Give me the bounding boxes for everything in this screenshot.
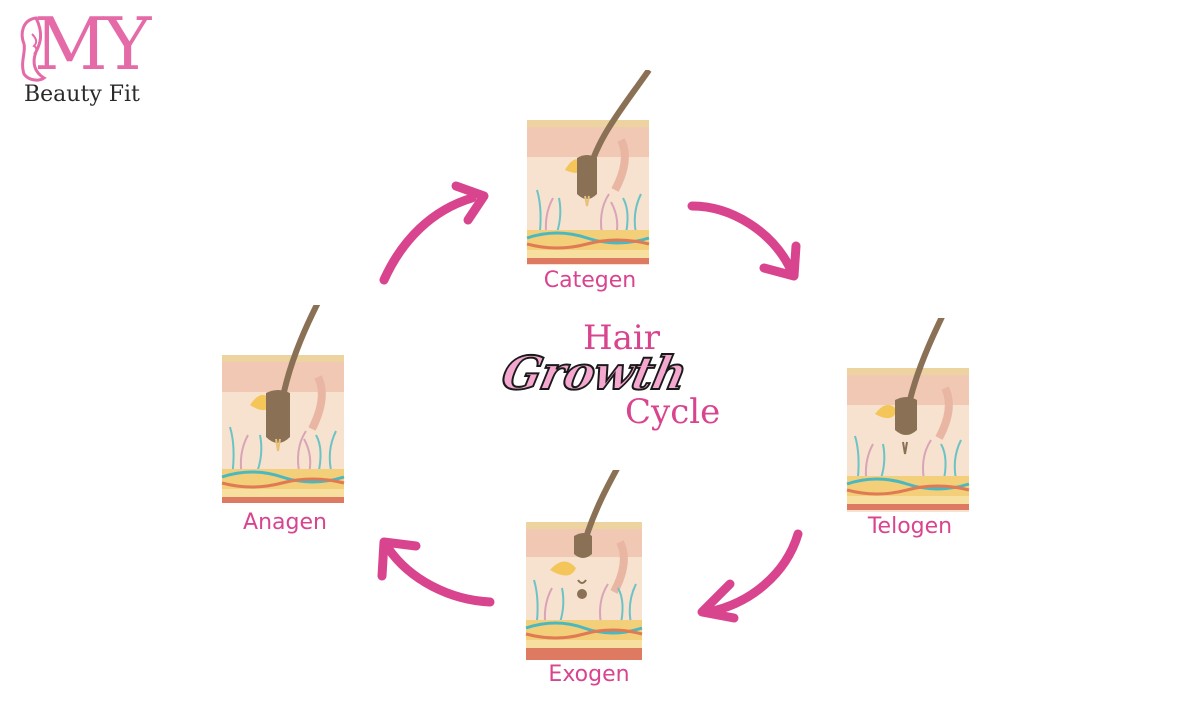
brand-logo: MY Beauty Fit <box>14 8 174 112</box>
stage-label-anagen: Anagen <box>243 510 327 535</box>
arrow-categen-to-telogen-icon <box>687 201 801 281</box>
stage-exogen: Exogen <box>524 470 654 687</box>
arrow-telogen-to-exogen-icon <box>697 529 803 623</box>
title-line-cycle: Cycle <box>625 392 721 432</box>
hair-follicle-telogen-illustration <box>846 318 970 512</box>
stage-anagen: Anagen <box>220 305 350 535</box>
hair-follicle-categen-illustration <box>526 70 652 265</box>
woman-profile-icon <box>20 16 47 82</box>
arrow-anagen-to-categen-icon <box>379 181 489 285</box>
hair-follicle-exogen-illustration <box>525 470 643 660</box>
logo-brand-text: MY <box>34 2 151 86</box>
arrow-exogen-to-anagen-icon <box>377 537 495 607</box>
hair-follicle-anagen-illustration <box>221 305 345 503</box>
stage-categen: Categen <box>525 70 655 293</box>
stage-label-categen: Categen <box>543 268 637 293</box>
title-line-hair: Hair <box>583 318 661 358</box>
stage-telogen: Telogen <box>845 318 975 539</box>
logo-subtitle: Beauty Fit <box>24 82 140 107</box>
stage-label-exogen: Exogen <box>548 662 630 687</box>
hair-growth-cycle-title: Hair Growth Cycle <box>495 318 720 438</box>
stage-label-telogen: Telogen <box>867 514 953 539</box>
